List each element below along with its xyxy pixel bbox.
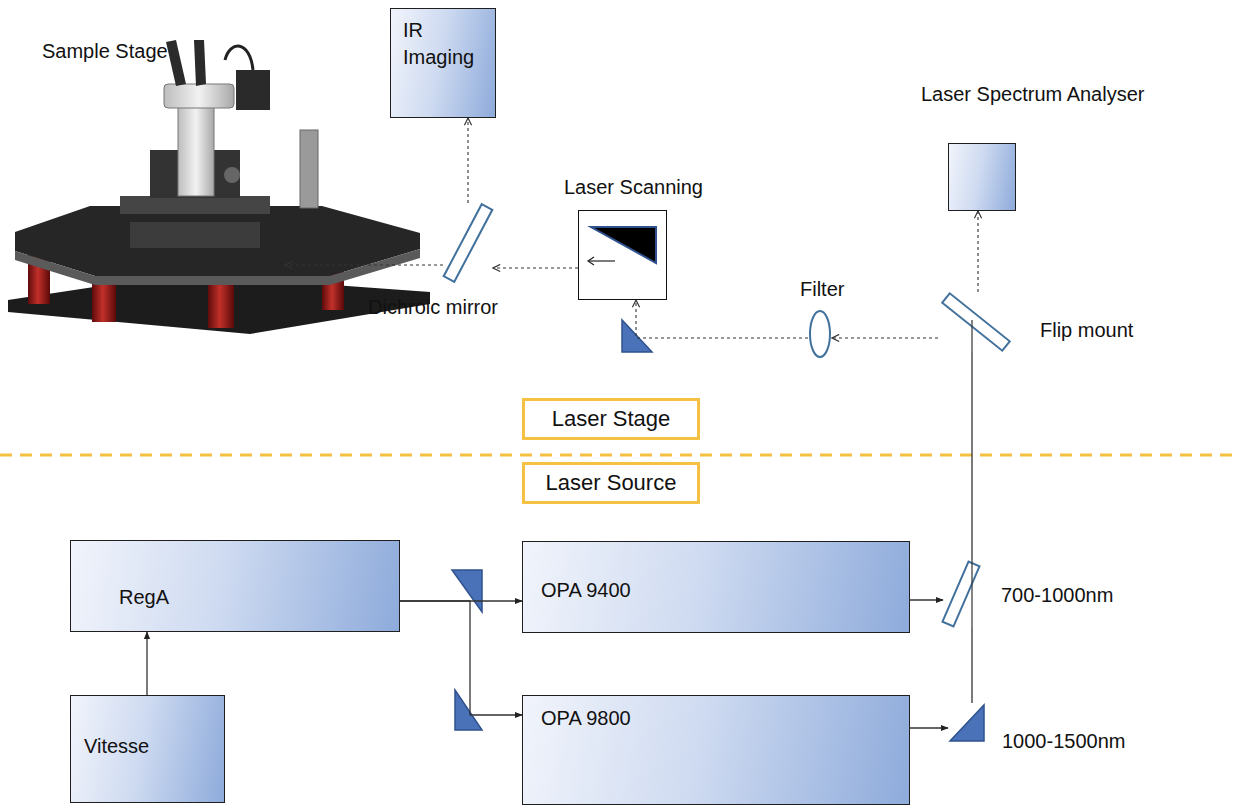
- node-outline: [948, 703, 986, 743]
- node-label: Flip mount: [1040, 318, 1133, 342]
- node-outline: [579, 211, 666, 299]
- lens-outline: [810, 311, 830, 357]
- mirror-outline: [444, 204, 493, 282]
- beam-connector: [146, 632, 147, 695]
- node-label: Laser Scanning: [564, 175, 703, 199]
- prism-mirror: [452, 570, 482, 612]
- node-label: 1000-1500nm: [1002, 729, 1125, 753]
- beam-connector: [467, 118, 468, 203]
- beam-line: [971, 320, 972, 352]
- beam-connector: [285, 264, 443, 265]
- stage-post: [300, 130, 318, 208]
- laser-box: Vitesse: [70, 695, 225, 803]
- node-label: Laser Spectrum Analyser: [921, 82, 1144, 106]
- prism-mirror: [622, 320, 652, 352]
- process-box: IR Imaging: [390, 8, 496, 118]
- node-label: 700-1000nm: [1001, 583, 1113, 607]
- microscope-stage: [120, 196, 270, 214]
- mirror-node: Dichroic mirror: [443, 203, 493, 283]
- node-text: Vitesse: [84, 734, 149, 758]
- node-outline: [938, 292, 1012, 352]
- eyepiece: [194, 40, 206, 86]
- mirror-node: 700-1000nm: [943, 560, 979, 628]
- node-label: Dichroic mirror: [368, 295, 498, 319]
- beam-connector: [832, 337, 938, 338]
- node-outline: [443, 203, 493, 283]
- laser-box: OPA 9800: [522, 695, 910, 805]
- divider-line: [0, 454, 1234, 457]
- beam-connector: [636, 300, 808, 338]
- scan-prism: [591, 227, 656, 263]
- camera: [236, 70, 270, 110]
- instrument-box: Laser Spectrum Analyser: [948, 143, 1016, 211]
- node-label: Filter: [800, 277, 844, 301]
- section-box: Laser Source: [522, 462, 700, 504]
- node-text: OPA 9800: [541, 706, 631, 730]
- microscope-head: [164, 84, 234, 108]
- beam-connector: [400, 601, 522, 715]
- scan-arrow-head: [588, 257, 594, 265]
- node-label: Sample Stage: [42, 39, 168, 63]
- beam-connector: [971, 352, 972, 560]
- prism-node: 1000-1500nm: [948, 703, 986, 743]
- node-outline: [808, 309, 832, 359]
- prism-mirror: [455, 690, 482, 730]
- mirror-outline: [942, 562, 979, 627]
- filter-lens: Filter: [808, 309, 832, 359]
- node-text: Laser Stage: [552, 406, 671, 432]
- focus-knob: [224, 167, 240, 183]
- beam-connector: [977, 211, 978, 292]
- scanner-box: Laser Scanning: [578, 210, 667, 300]
- beam-connector: [910, 599, 943, 600]
- eyepiece: [166, 40, 186, 86]
- node-text: IR Imaging: [403, 17, 483, 71]
- mirror-node: Flip mount: [938, 292, 1012, 352]
- beam-connector: [971, 628, 972, 703]
- laser-box: OPA 9400: [522, 541, 910, 633]
- scan-arrow: [589, 260, 615, 261]
- laser-box: RegA: [70, 540, 400, 632]
- illustration-node: Sample Stage: [5, 75, 285, 335]
- microscope-column: [178, 96, 214, 196]
- table-edge: [15, 249, 420, 285]
- prism-outline: [950, 705, 984, 741]
- table-leg: [208, 280, 234, 328]
- camera-cable: [225, 46, 253, 70]
- section-box: Laser Stage: [522, 398, 700, 440]
- stage-drive: [130, 222, 260, 248]
- beam-connector: [493, 267, 578, 268]
- beam-line: [971, 560, 972, 628]
- node-text: RegA: [119, 585, 169, 609]
- node-text: OPA 9400: [541, 578, 631, 602]
- node-text: Laser Source: [546, 470, 677, 496]
- mirror-outline: [942, 293, 1009, 350]
- table-top: [15, 206, 420, 276]
- beam-connector: [910, 727, 948, 728]
- node-outline: [943, 560, 979, 628]
